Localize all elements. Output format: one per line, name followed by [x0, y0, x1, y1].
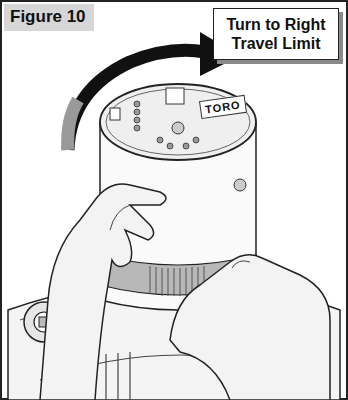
hands [40, 184, 330, 400]
figure-title: Figure 10 [4, 4, 94, 31]
callout-box: Turn to Right Travel Limit [213, 8, 339, 60]
callout-text: Turn to Right Travel Limit [222, 15, 330, 53]
